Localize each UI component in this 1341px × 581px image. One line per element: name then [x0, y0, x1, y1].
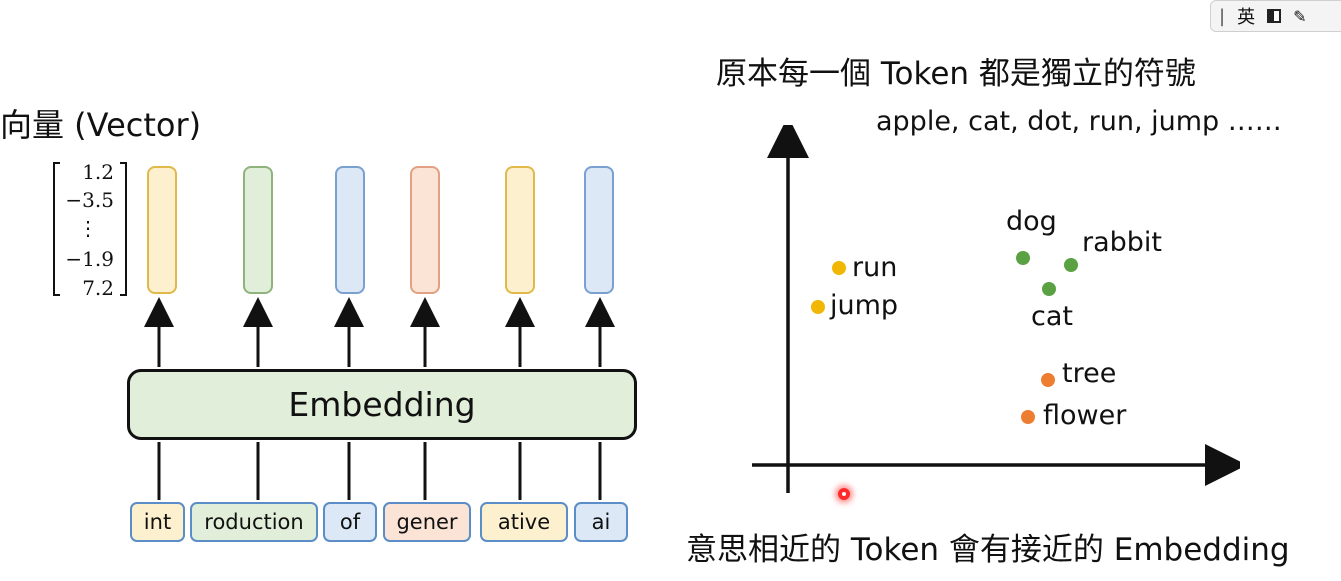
token-of: of — [323, 502, 377, 542]
laser-pointer — [838, 488, 850, 500]
vector-value-2: −3.5 — [65, 188, 114, 212]
label-tree: tree — [1062, 358, 1117, 389]
embedding-label: Embedding — [288, 385, 476, 424]
token-roduction: roduction — [190, 502, 318, 542]
token-label: of — [339, 510, 361, 534]
half-width-icon[interactable] — [1267, 9, 1282, 23]
token-ative: ative — [480, 502, 568, 542]
embedding-bar-int — [147, 166, 177, 294]
embedding-bar-gener — [410, 166, 440, 294]
embedding-block: Embedding — [127, 369, 637, 440]
token-label: ai — [591, 510, 611, 534]
point-dog — [1016, 251, 1030, 265]
ime-toolbar[interactable]: | 英 ✎ — [1210, 0, 1341, 32]
token-label: int — [143, 510, 172, 534]
token-int: int — [130, 502, 185, 542]
label-cat: cat — [1031, 301, 1073, 332]
label-flower: flower — [1043, 400, 1127, 431]
label-dog: dog — [1006, 206, 1057, 237]
point-tree — [1041, 373, 1055, 387]
embedding-bar-ai — [584, 166, 614, 294]
token-ai: ai — [574, 502, 628, 542]
vector-value-1: 1.2 — [82, 160, 114, 184]
point-jump — [811, 300, 825, 314]
label-rabbit: rabbit — [1082, 227, 1163, 258]
point-cat — [1042, 282, 1056, 296]
vector-bracket — [53, 162, 127, 296]
independent-symbols-title: 原本每一個 Token 都是獨立的符號 — [716, 56, 1196, 92]
similar-tokens-caption: 意思相近的 Token 會有接近的 Embedding — [686, 532, 1290, 568]
vector-ellipsis: ⋮ — [78, 216, 98, 240]
embedding-bar-roduction — [243, 166, 273, 294]
embedding-bar-ative — [505, 166, 535, 294]
separator-icon: | — [1219, 5, 1226, 27]
token-examples: apple, cat, dot, run, jump …… — [876, 106, 1282, 137]
embedding-space-axes — [752, 125, 1240, 493]
vector-value-4: −1.9 — [65, 247, 114, 271]
token-label: gener — [396, 510, 458, 534]
vector-value-5: 7.2 — [82, 276, 114, 300]
embedding-bar-of — [335, 166, 365, 294]
ime-mode-button[interactable]: 英 — [1237, 7, 1256, 28]
settings-tool-icon[interactable]: ✎ — [1293, 6, 1307, 26]
vector-title: 向量 (Vector) — [0, 106, 202, 144]
token-label: roduction — [204, 510, 304, 534]
point-rabbit — [1064, 258, 1078, 272]
point-run — [832, 261, 846, 275]
label-jump: jump — [830, 290, 899, 321]
point-flower — [1021, 410, 1035, 424]
label-run: run — [852, 252, 898, 283]
embedding-arrows — [144, 297, 615, 500]
token-gener: gener — [383, 502, 471, 542]
token-label: ative — [497, 510, 551, 534]
